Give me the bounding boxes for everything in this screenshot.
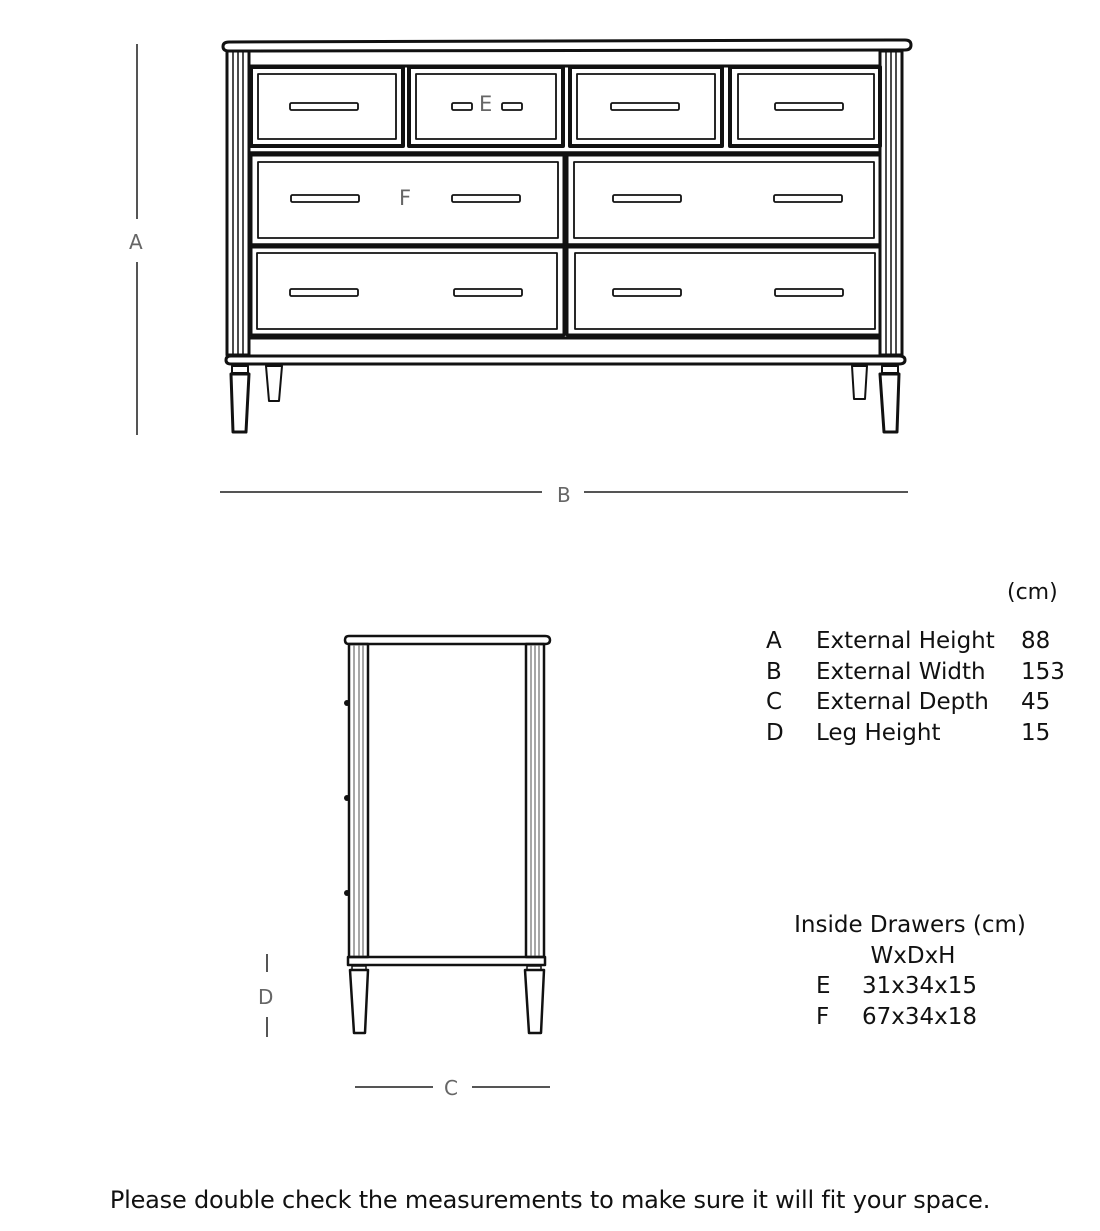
small-drawer-3: [568, 65, 724, 148]
side-front-leg: [348, 965, 370, 1035]
large-drawer-3: [249, 245, 566, 337]
knob-icon: [344, 890, 350, 896]
dimension-key: B: [766, 658, 782, 685]
dimension-row-A: A External Height 88: [766, 626, 1071, 657]
dimension-key: C: [766, 689, 783, 715]
dimension-key: A: [766, 628, 782, 654]
small-drawer-4: [728, 65, 882, 148]
drawer-label-E: E: [479, 92, 493, 116]
side-knobs: [344, 700, 350, 896]
side-back-post: [524, 642, 546, 959]
inside-drawer-key: E: [816, 973, 831, 999]
dimension-value: 15: [1021, 719, 1051, 746]
inside-drawer-value: 31x34x15: [862, 973, 978, 999]
top-board: [221, 38, 913, 53]
knob-icon: [344, 700, 350, 706]
dimension-value: 153: [1021, 658, 1065, 685]
side-front-post: [347, 642, 370, 959]
inside-drawers-block: Inside Drawers (cm) WxDxH E 31x34x15 F 6…: [790, 910, 1030, 1032]
dimension-name: External Width: [816, 658, 986, 685]
base-rail: [224, 354, 907, 366]
inside-drawer-row-E: E 31x34x15: [790, 971, 1030, 1002]
front-right-leg: [878, 365, 901, 434]
large-drawer-4: [565, 245, 882, 337]
front-left-leg: [229, 365, 251, 434]
inside-drawers-subtitle: WxDxH: [870, 942, 956, 969]
small-drawer-1: [249, 65, 405, 148]
dimension-row-B: B External Width 153: [766, 657, 1071, 688]
back-right-leg: [851, 365, 868, 400]
dimension-value: 45: [1021, 689, 1051, 715]
dimension-value: 88: [1021, 628, 1051, 654]
back-left-leg: [265, 365, 283, 402]
dimension-name: External Height: [816, 628, 995, 654]
dimension-label-C: C: [444, 1076, 458, 1100]
inside-drawer-value: 67x34x18: [862, 1003, 978, 1030]
unit-label: (cm): [1007, 580, 1058, 605]
dimension-label-A: A: [129, 230, 143, 254]
side-back-leg: [523, 965, 546, 1035]
inside-drawer-row-F: F 67x34x18: [790, 1002, 1030, 1033]
inside-drawer-key: F: [816, 1003, 830, 1030]
dimension-row-D: D Leg Height 15: [766, 718, 1071, 749]
front-view-drawing: [136, 38, 913, 493]
knob-icon: [344, 795, 350, 801]
drawer-label-F: F: [399, 186, 412, 210]
dimensions-table: A External Height 88 B External Width 15…: [766, 626, 1071, 748]
dimension-label-B: B: [557, 483, 571, 507]
inside-drawers-title: Inside Drawers (cm): [794, 912, 1026, 938]
side-top-board: [343, 634, 552, 646]
footer-note: Please double check the measurements to …: [109, 1186, 991, 1214]
dimension-key: D: [766, 719, 784, 746]
dimension-row-C: C External Depth 45: [766, 687, 1071, 718]
dimension-name: Leg Height: [816, 719, 941, 746]
dimension-label-D: D: [258, 985, 274, 1009]
side-base-rail: [346, 955, 547, 967]
dimension-name: External Depth: [816, 689, 989, 715]
small-drawer-2: [407, 65, 565, 148]
